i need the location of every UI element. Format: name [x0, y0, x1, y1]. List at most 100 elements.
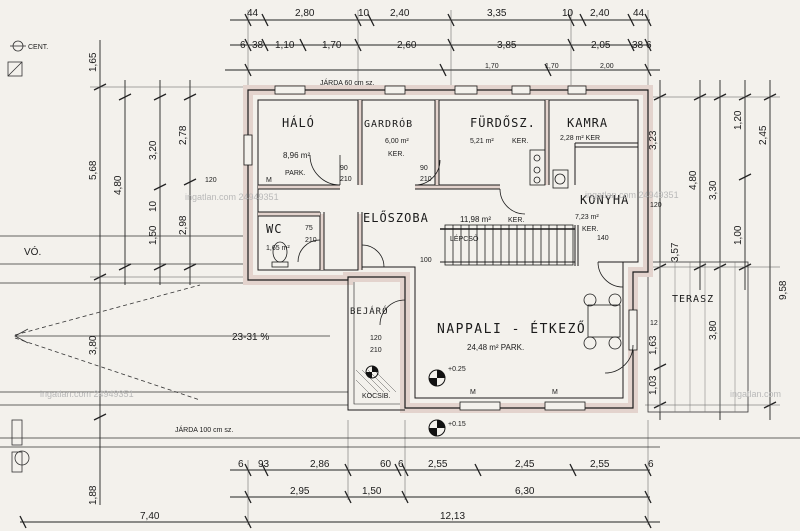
room-name-furdo: FÜRDŐSZ.: [470, 114, 536, 130]
dim-left-0: 1,65: [88, 52, 99, 72]
opening-label: 210: [305, 237, 317, 244]
dim-left-3: 3,20: [148, 140, 159, 160]
dim-right-7: 3,80: [708, 320, 719, 340]
dim-top-1-2: 10: [358, 8, 370, 19]
dim-top-1-7: 44: [633, 8, 645, 19]
opening-label: 90: [420, 165, 428, 172]
dimension-lines: [19, 10, 780, 529]
room-name-konyha: KONYHA: [580, 193, 629, 207]
dims-left: 1,65 5,68 4,80 3,20 2,78 10 2,98 1,50 3,…: [88, 52, 189, 505]
room-area-furdo: 5,21 m²: [470, 138, 494, 145]
room-name-terasz: TERASZ: [672, 294, 714, 305]
room-floor-furdo: KER.: [512, 138, 528, 145]
dim-right-8: 1,63: [648, 335, 659, 355]
room-area-konyha: 7,23 m²: [575, 214, 599, 221]
annotation-m-2: M: [470, 389, 476, 396]
dims-top: 44 2,80 10 2,40 3,35 10 2,40 44 6 38 1,1…: [240, 8, 652, 70]
level-marker-2: [428, 419, 446, 437]
watermark: ingatlan.com: [730, 389, 781, 399]
dim-top-2-2: 1,10: [275, 40, 295, 51]
room-floor-konyha: KER.: [582, 226, 598, 233]
room-area-halo: 8,96 m²: [283, 151, 310, 160]
room-area-kamra: 2,28 m² KER: [560, 135, 600, 142]
dim-bottom-3-0: 7,40: [140, 511, 160, 522]
dim-bottom-1-8: 6: [648, 459, 654, 470]
opening-label: 90: [340, 165, 348, 172]
room-name-nappali: NAPPALI - ÉTKEZŐ: [437, 321, 586, 337]
dim-right-0: 3,23: [648, 130, 659, 150]
opening-label: 120: [370, 335, 382, 342]
dim-bottom-1-2: 2,86: [310, 459, 330, 470]
room-name-bejaro: BEJÁRÓ: [350, 305, 389, 317]
dim-top-2-5: 3,85: [497, 40, 517, 51]
opening-label: 210: [340, 176, 352, 183]
dim-top-1-3: 2,40: [390, 8, 410, 19]
dim-top-2-3: 1,70: [322, 40, 342, 51]
room-floor-halo: PARK.: [285, 170, 306, 177]
room-area-gardrob: 6,00 m²: [385, 138, 409, 145]
room-name-kamra: KAMRA: [567, 116, 608, 130]
dim-right-6: 3,57: [670, 242, 681, 262]
dim-top-3-0: 1,70: [485, 63, 499, 70]
terrace-hatch: [647, 261, 749, 413]
dim-top-2-8: 6: [646, 40, 652, 51]
dim-top-1-5: 10: [562, 8, 574, 19]
room-name-gardrob: GARDRÓB: [364, 117, 413, 130]
dim-left-6: 2,98: [178, 215, 189, 235]
dim-bottom-1-1: 93: [258, 459, 270, 470]
dim-bottom-3-1: 12,13: [440, 511, 465, 522]
opening-label: 120: [205, 177, 217, 184]
dim-right-4: 2,45: [758, 125, 769, 145]
dim-right-9: 1,03: [648, 375, 659, 395]
building-walls: [243, 85, 653, 413]
dim-top-1-4: 3,35: [487, 8, 507, 19]
opening-label: 100: [420, 257, 432, 264]
dim-right-10: 9,58: [778, 280, 789, 300]
dim-right-5: 1,00: [733, 225, 744, 245]
dim-top-1-6: 2,40: [590, 8, 610, 19]
annotation-m-1: M: [266, 177, 272, 184]
dim-left-4: 2,78: [178, 125, 189, 145]
room-area-eloszoba: 11,98 m²: [460, 215, 491, 224]
dim-left-9: 1,88: [88, 485, 99, 505]
room-floor-eloszoba: KER.: [508, 217, 524, 224]
dim-right-3: 1,20: [733, 110, 744, 130]
watermark: ingatlan.com 24949351: [40, 389, 134, 399]
level-marker-1: [428, 369, 446, 387]
dim-top-2-6: 2,05: [591, 40, 611, 51]
openings: [243, 85, 638, 411]
annotation-level-2: +0.15: [448, 421, 466, 428]
dim-right-2: 3,30: [708, 180, 719, 200]
watermark: ingatlan.com 24949351: [185, 192, 279, 202]
dim-bottom-1-7: 2,55: [590, 459, 610, 470]
dim-top-2-4: 2,60: [397, 40, 417, 51]
opening-label: 120: [650, 202, 662, 209]
dim-bottom-2-2: 6,30: [515, 486, 535, 497]
opening-label: 12: [650, 320, 658, 327]
room-area-nappali: 24,48 m² PARK.: [467, 343, 524, 352]
dim-top-3-2: 2,00: [600, 63, 614, 70]
room-area-wc: 1,65 m²: [266, 245, 290, 252]
dim-right-1: 4,80: [688, 170, 699, 190]
dim-left-1: 5,68: [88, 160, 99, 180]
dims-bottom: 6 93 2,86 60 6 2,55 2,45 2,55 6 2,95 1,5…: [140, 459, 654, 522]
dim-bottom-2-1: 1,50: [362, 486, 382, 497]
room-name-halo: HÁLÓ: [282, 115, 315, 130]
dim-left-2: 4,80: [113, 175, 124, 195]
dim-top-3-1: 1,70: [545, 63, 559, 70]
dims-right: 3,23 4,80 3,30 1,20 2,45 1,00 3,57 3,80 …: [648, 110, 789, 395]
dim-bottom-2-0: 2,95: [290, 486, 310, 497]
opening-label: 210: [370, 347, 382, 354]
dim-top-2-7: 38: [632, 40, 644, 51]
annotation-vo: VÓ.: [24, 245, 41, 258]
opening-label: 75: [305, 225, 313, 232]
annotation-jarda-bottom: JÁRDA 100 cm sz.: [175, 425, 233, 434]
dim-bottom-1-0: 6: [238, 459, 244, 470]
dim-top-2-1: 38: [252, 40, 264, 51]
opening-label: 210: [420, 176, 432, 183]
staircase: [440, 224, 575, 266]
room-floor-gardrob: KER.: [388, 151, 404, 158]
annotation-level-1: +0.25: [448, 366, 466, 373]
